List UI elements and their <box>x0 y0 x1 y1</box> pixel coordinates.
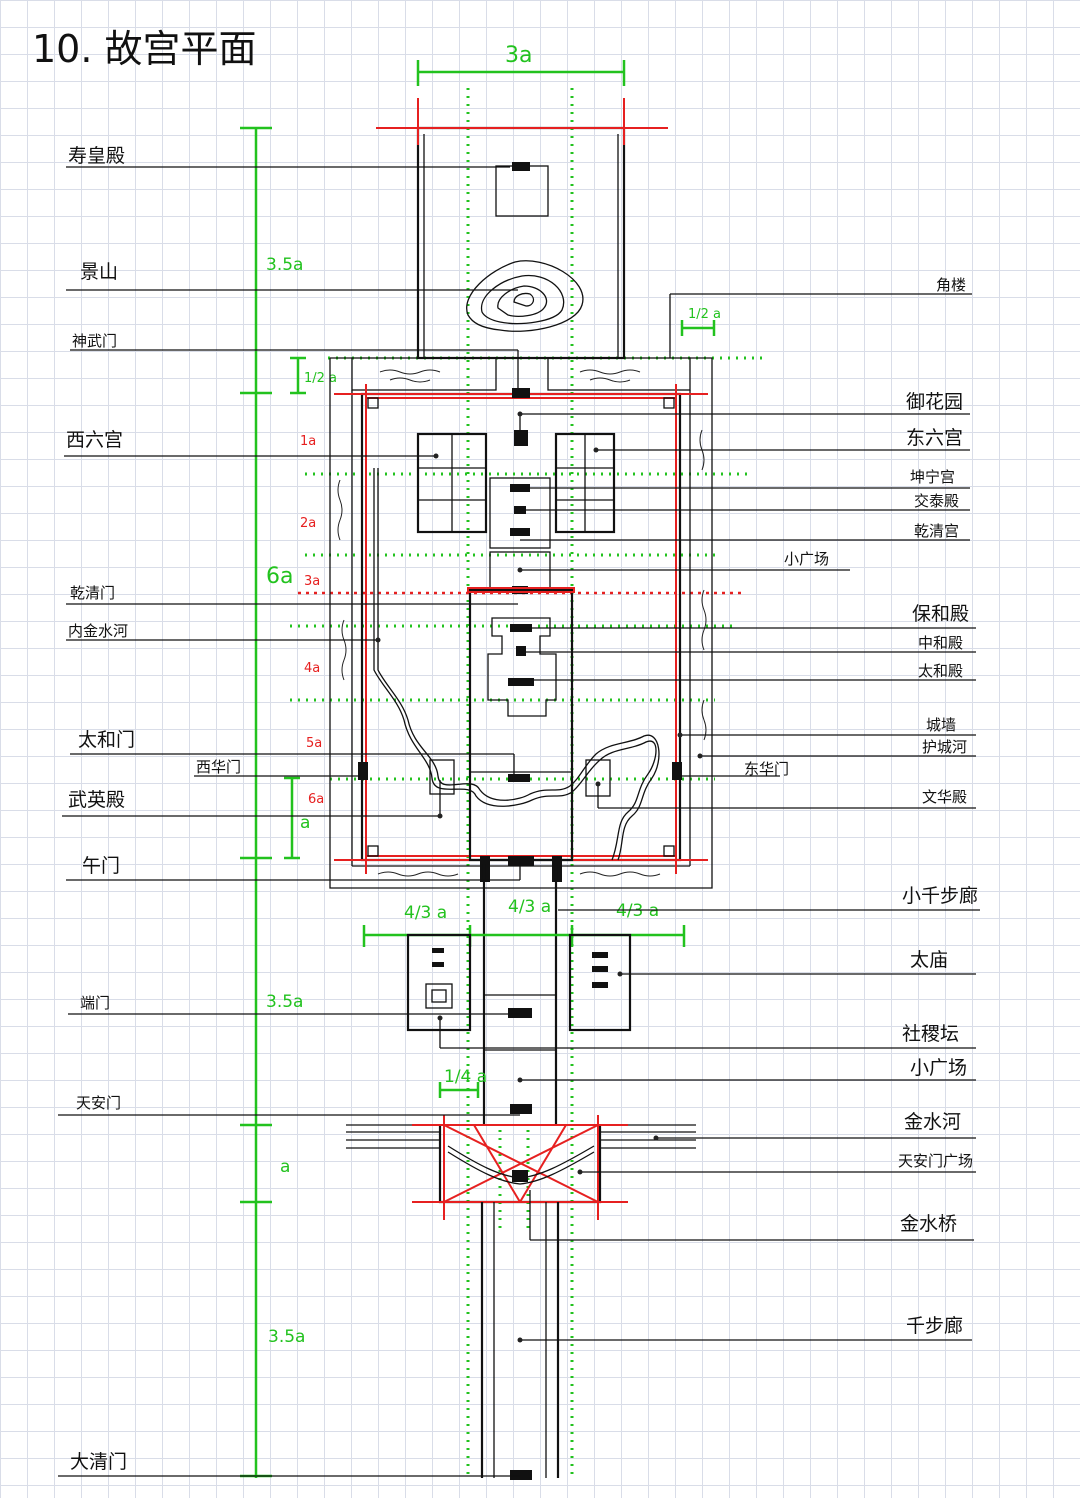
outer-court <box>467 587 575 862</box>
label-shouhuang-hall: 寿皇殿 <box>68 145 125 167</box>
label-imperial-garden: 御花园 <box>906 391 963 413</box>
label-small-plaza-2: 小广场 <box>910 1057 967 1079</box>
label-small-qianbulang: 小千步廊 <box>902 885 978 907</box>
label-tiananmen: 天安门 <box>76 1094 121 1112</box>
dim-grid-2a: 2a <box>300 516 316 531</box>
label-small-plaza-1: 小广场 <box>784 550 829 568</box>
label-taihe-hall: 太和殿 <box>918 662 963 680</box>
moat-water <box>337 369 707 877</box>
label-taimiao: 太庙 <box>910 949 948 971</box>
label-zhonghe-hall: 中和殿 <box>918 634 963 652</box>
dim-south-span: 3.5a <box>266 992 303 1012</box>
label-baohe-hall: 保和殿 <box>912 603 969 625</box>
dim-palace-span: 6a <box>266 564 293 589</box>
label-kunning-palace: 坤宁宫 <box>910 468 955 486</box>
dim-wuying-a: a <box>300 813 310 833</box>
leaders-right <box>439 293 980 1341</box>
top-width-dimension <box>416 60 626 86</box>
dim-approach-span: 3.5a <box>268 1327 305 1347</box>
label-duan-gate: 端门 <box>80 994 110 1012</box>
dim-north-span: 3.5a <box>266 255 303 275</box>
label-qianqing-palace: 乾清宫 <box>914 522 959 540</box>
dim-four-thirds-left: 4/3 a <box>404 903 447 923</box>
leaders-left <box>58 166 521 1477</box>
dim-grid-3a: 3a <box>304 574 320 589</box>
leader-dots-left <box>375 453 443 819</box>
label-sheji-altar: 社稷坛 <box>902 1023 959 1045</box>
wuying-dimension <box>284 776 300 860</box>
dim-quarter-a: 1/4 a <box>444 1067 487 1087</box>
half-a-left-dimension <box>290 356 306 395</box>
leader-dots-right <box>437 411 703 1343</box>
label-taihe-gate: 太和门 <box>78 729 135 751</box>
label-city-wall: 城墙 <box>926 716 956 734</box>
jingshan-hill <box>466 260 584 332</box>
dim-four-thirds-right: 4/3 a <box>616 901 659 921</box>
label-corner-tower: 角楼 <box>936 276 966 294</box>
half-a-right-dimension <box>680 320 716 336</box>
dim-top-width: 3a <box>505 43 532 68</box>
label-donghua-gate: 东华门 <box>744 760 789 778</box>
jingshan-enclosure <box>376 98 668 360</box>
dim-half-a-left: 1/2 a <box>304 371 337 386</box>
label-qianqing-gate: 乾清门 <box>70 584 115 602</box>
east-six-palaces <box>554 432 616 534</box>
overall-dimension-line <box>240 126 272 1478</box>
label-east-six-palaces: 东六宫 <box>906 427 963 449</box>
wuying-hall <box>429 759 455 795</box>
inner-jinshui-river <box>373 468 660 861</box>
label-jinshui-river: 金水河 <box>904 1111 961 1133</box>
shejitan-altar <box>406 933 472 1032</box>
dim-four-thirds-mid: 4/3 a <box>508 897 551 917</box>
dim-grid-6a: 6a <box>308 792 324 807</box>
label-daqing-gate: 大清门 <box>70 1451 127 1473</box>
label-shenwu-gate: 神武门 <box>72 332 117 350</box>
dim-square-span: a <box>280 1157 290 1177</box>
dim-grid-1a: 1a <box>300 434 316 449</box>
dim-grid-5a: 5a <box>306 736 322 751</box>
label-wuying-hall: 武英殿 <box>68 789 125 811</box>
label-wenhua-hall: 文华殿 <box>922 788 967 806</box>
label-qianbulang: 千步廊 <box>906 1315 963 1337</box>
taimiao-temple <box>568 933 632 1032</box>
label-jingshan: 景山 <box>80 261 118 283</box>
axis-lines <box>466 88 574 1480</box>
label-west-six-palaces: 西六宫 <box>66 429 123 451</box>
label-xihua-gate: 西华门 <box>196 758 241 776</box>
label-wu-gate: 午门 <box>82 855 120 877</box>
southern-axis-corridor <box>482 864 558 1125</box>
dim-grid-4a: 4a <box>304 661 320 676</box>
west-six-palaces <box>416 432 488 534</box>
qianbulang-corridor <box>480 1202 560 1480</box>
label-moat: 护城河 <box>922 738 967 756</box>
label-jiaotai-hall: 交泰殿 <box>914 492 959 510</box>
tiananmen-square <box>346 1115 696 1220</box>
page-title: 10. 故宫平面 <box>32 27 257 71</box>
dim-half-a-right: 1/2 a <box>688 307 721 322</box>
label-tiananmen-square: 天安门广场 <box>898 1152 973 1170</box>
quarter-a-dimension <box>438 1082 480 1098</box>
label-inner-jinshui-river: 内金水河 <box>68 622 128 640</box>
label-jinshui-bridge: 金水桥 <box>900 1213 957 1235</box>
